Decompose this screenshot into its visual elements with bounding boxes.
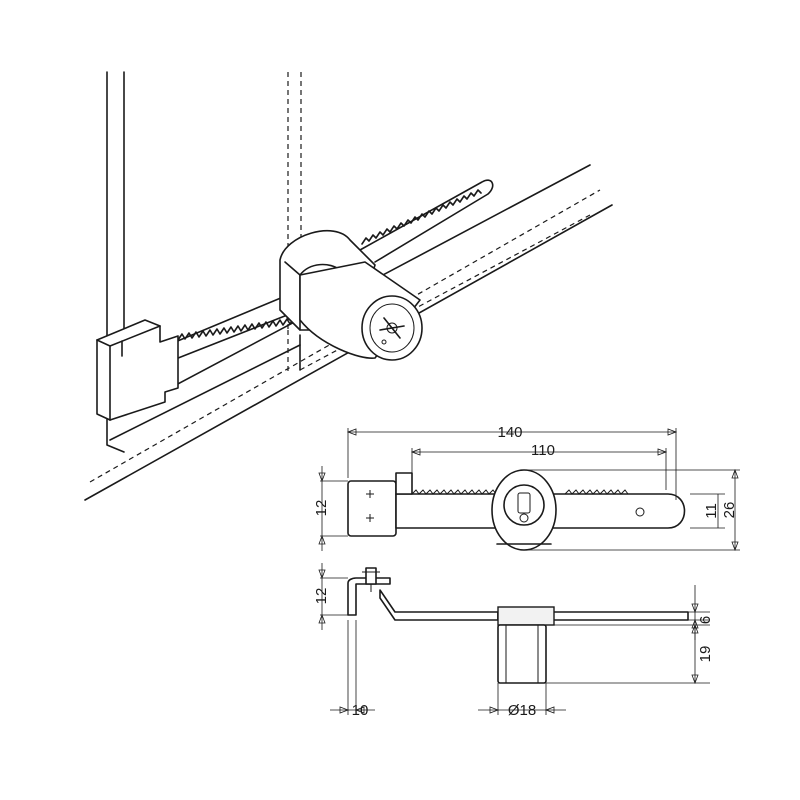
isometric-assembly-view [84, 71, 613, 501]
glass-pane-right [287, 72, 302, 372]
lock-cylinder [361, 295, 423, 361]
side-cylinder [497, 624, 547, 684]
dim-19-label: 19 [697, 646, 714, 663]
top-bracket [347, 480, 397, 537]
dim-10-label: 10 [352, 702, 369, 719]
top-view [347, 469, 686, 551]
side-rack [379, 589, 499, 621]
dim-18-label: Ø18 [508, 702, 536, 719]
dim-6-label: 6 [697, 616, 714, 624]
side-view [347, 567, 689, 684]
dimension-lines [318, 428, 740, 715]
toothed-rack [167, 179, 494, 363]
dimension-labels: 140 110 12 11 26 12 10 Ø18 6 19 [313, 424, 738, 719]
front-bracket [96, 319, 179, 421]
dim-26-label: 26 [721, 502, 738, 519]
dim-12-side-label: 12 [313, 588, 330, 605]
dim-140-label: 140 [497, 424, 522, 441]
dim-12-top-label: 12 [313, 500, 330, 517]
dim-11-label: 11 [703, 503, 720, 519]
dim-110-label: 110 [531, 442, 555, 459]
side-bracket [347, 577, 391, 616]
